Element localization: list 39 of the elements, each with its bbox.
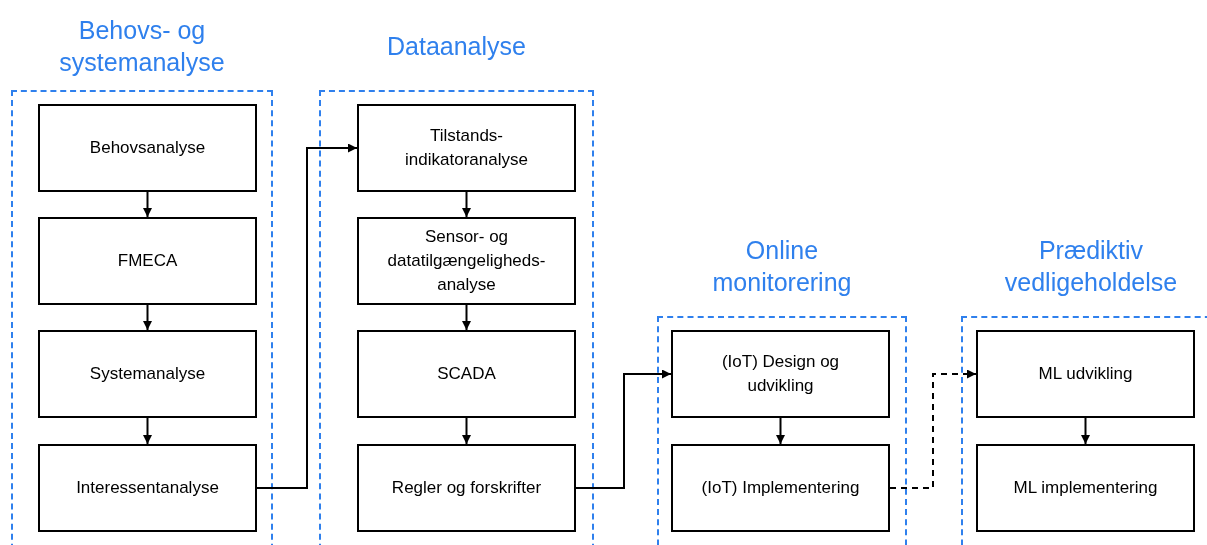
arrow xyxy=(1081,417,1090,445)
group-title: Dataanalyse xyxy=(386,31,527,62)
arrow xyxy=(143,417,152,445)
step-label: Regler og forskrifter xyxy=(391,477,542,499)
arrow xyxy=(256,143,358,489)
process-box xyxy=(38,104,257,192)
process-box xyxy=(976,330,1195,418)
group-title: Behovs- og systemanalyse xyxy=(58,15,226,78)
process-box xyxy=(357,444,576,532)
step-label: ML implementering xyxy=(1013,477,1158,499)
process-box xyxy=(357,104,576,192)
arrow xyxy=(143,304,152,331)
step-label: (IoT) Implementering xyxy=(701,477,860,499)
step-label: FMECA xyxy=(117,250,178,272)
arrow xyxy=(143,191,152,218)
process-box xyxy=(38,444,257,532)
step-label: Interessentanalyse xyxy=(76,477,219,499)
process-box xyxy=(357,217,576,305)
step-label: Sensor- og datatilgængeligheds- analyse xyxy=(386,226,547,296)
process-box xyxy=(38,330,257,418)
process-box xyxy=(976,444,1195,532)
arrow xyxy=(462,191,471,218)
step-label: Behovsanalyse xyxy=(89,137,206,159)
step-label: Tilstands- indikatoranalyse xyxy=(404,125,529,171)
process-box xyxy=(671,330,890,418)
step-label: Systemanalyse xyxy=(89,363,206,385)
step-label: SCADA xyxy=(437,363,496,385)
process-box xyxy=(671,444,890,532)
process-box xyxy=(38,217,257,305)
arrow xyxy=(889,369,977,489)
arrow xyxy=(462,417,471,445)
group-title: Online monitorering xyxy=(711,235,853,298)
arrow xyxy=(776,417,785,445)
arrow xyxy=(462,304,471,331)
group-title: Prædiktiv vedligeholdelse xyxy=(1003,235,1179,298)
arrow xyxy=(575,369,672,489)
step-label: ML udvikling xyxy=(1038,363,1133,385)
step-label: (IoT) Design og udvikling xyxy=(720,351,841,397)
process-box xyxy=(357,330,576,418)
